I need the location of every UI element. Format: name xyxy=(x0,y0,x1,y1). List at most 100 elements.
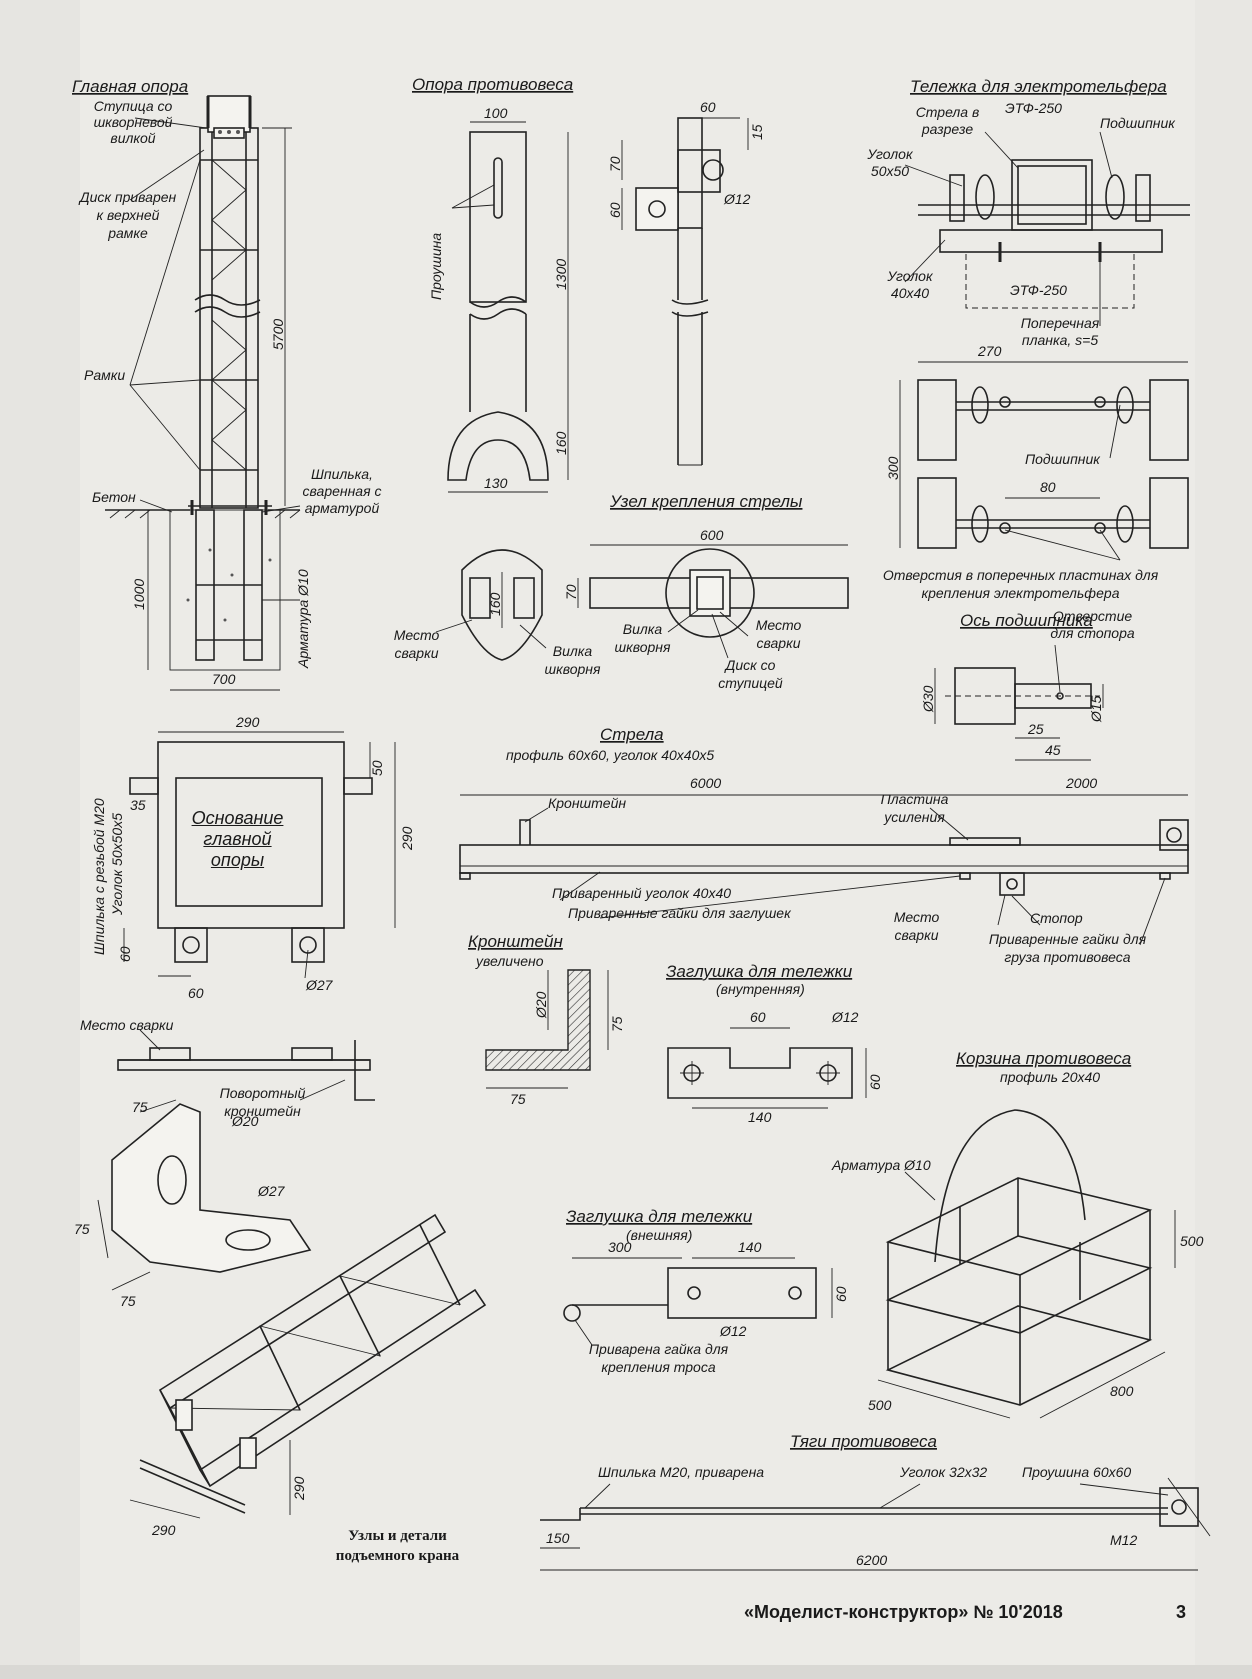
label-pivot-bracket: Поворотный кронштейн xyxy=(219,1085,306,1119)
boom-view: Стрела профиль 60х60, уголок 40х40х5 600… xyxy=(459,725,1189,946)
dim-iso75c: 75 xyxy=(120,1293,136,1309)
label-disc-hub: Диск со ступицей xyxy=(718,657,783,691)
label-disc: Диск приварен к верхней рамке xyxy=(79,189,177,241)
label-weld-place-2: Место сварки xyxy=(755,617,802,651)
label-stud-m20: Шпилька с резьбой М20 xyxy=(91,798,107,955)
label-concrete: Бетон xyxy=(92,489,136,505)
dim-75a: 75 xyxy=(609,1016,625,1032)
dim-270: 270 xyxy=(977,343,1002,359)
dim-iso75a: 75 xyxy=(132,1099,148,1115)
dim-phi12a: Ø12 xyxy=(723,191,751,207)
dim-140b: 140 xyxy=(738,1239,762,1255)
dim-60b: 60 xyxy=(607,202,623,218)
dim-290a: 290 xyxy=(235,714,260,730)
hub-fork xyxy=(207,95,251,133)
dim-150: 150 xyxy=(546,1530,570,1546)
plug-outer-title: Заглушка для тележки xyxy=(566,1207,753,1226)
label-angle50: Уголок 50х50 xyxy=(867,146,913,179)
dim-700: 700 xyxy=(212,671,236,687)
label-rebar-basket: Арматура Ø10 xyxy=(831,1157,931,1173)
label-bearing-top: Подшипник xyxy=(1100,115,1176,131)
dim-phi15: Ø15 xyxy=(1088,695,1104,723)
dim-80: 80 xyxy=(1040,479,1056,495)
magazine-footer: «Моделист-конструктор» № 10'2018 xyxy=(744,1602,1063,1622)
label-stopper: Стопор xyxy=(1030,910,1083,926)
bottom-edge xyxy=(0,1665,1252,1679)
counterweight-title: Опора противовеса xyxy=(412,75,573,94)
label-weld-place-boom: Место сварки xyxy=(893,909,940,943)
dim-290b: 290 xyxy=(399,826,415,851)
nut-cable-label-box: Приварена гайка для крепления троса xyxy=(588,1341,729,1375)
dim-iso290b: 290 xyxy=(291,1476,307,1501)
weld-place-label-box-2: Место сварки xyxy=(755,617,802,651)
label-rebar10: Арматура Ø10 xyxy=(295,569,311,669)
label-nut-cable: Приварена гайка для крепления троса xyxy=(588,1341,729,1375)
dim-500a: 500 xyxy=(1180,1233,1204,1249)
dim-160b: 160 xyxy=(487,592,503,616)
dim-15: 15 xyxy=(749,124,765,140)
dim-phi30: Ø30 xyxy=(920,685,936,713)
dim-140a: 140 xyxy=(748,1109,772,1125)
dim-60e: 60 xyxy=(750,1009,766,1025)
dim-60f: 60 xyxy=(867,1074,883,1090)
label-lug60: Проушина 60х60 xyxy=(1022,1464,1131,1480)
label-enlarged: увеличено xyxy=(475,953,544,969)
angle40-label-box: Уголок 40х40 xyxy=(887,268,932,301)
cross-plate-label-box: Поперечная планка, s=5 xyxy=(1020,315,1100,348)
dim-800: 800 xyxy=(1110,1383,1134,1399)
dim-60d: 60 xyxy=(188,985,204,1001)
dim-130: 130 xyxy=(484,475,508,491)
label-welded-nuts-weight: Приваренные гайки для груза противовеса xyxy=(988,931,1147,965)
base-title-box: Основание главной опоры xyxy=(191,808,284,870)
pivot-bracket-label-box: Поворотный кронштейн xyxy=(219,1085,306,1119)
dim-6000: 6000 xyxy=(690,775,721,791)
label-welded-angle: Приваренный уголок 40х40 xyxy=(552,885,731,901)
plug-inner-sub: (внутренняя) xyxy=(716,981,805,997)
label-cross-plate: Поперечная планка, s=5 xyxy=(1020,315,1100,348)
label-hole-stopper: Отверстие для стопора xyxy=(1050,608,1135,641)
main-support-view: Главная опора 5700 100 xyxy=(72,77,301,691)
page-number: 3 xyxy=(1176,1602,1186,1622)
stud-rebar-label-box: Шпилька, сваренная с арматурой xyxy=(303,466,382,516)
dim-35: 35 xyxy=(130,797,146,813)
bracket-title: Кронштейн xyxy=(468,932,563,951)
dim-phi12b: Ø12 xyxy=(831,1009,859,1025)
dim-160a: 160 xyxy=(553,431,569,455)
dim-iso75b: 75 xyxy=(74,1221,90,1237)
kingpin-fork-label-box-2: Вилка шкворня xyxy=(614,621,671,655)
counterweight-support-view: Опора противовеса 100 1300 160 130 60 15… xyxy=(412,75,765,493)
dim-300: 300 xyxy=(885,456,901,480)
rods-view: Тяги противовеса Шпилька М20, приварена … xyxy=(540,1432,1211,1571)
dim-45: 45 xyxy=(1045,742,1061,758)
rods-title: Тяги противовеса xyxy=(790,1432,937,1451)
main-support-title: Главная опора xyxy=(72,77,188,96)
label-etf-bottom: ЭТФ-250 xyxy=(1010,282,1067,298)
label-lug: Проушина xyxy=(428,233,444,300)
weld-place-boom-box: Место сварки xyxy=(893,909,940,943)
iso-detail-view: 75 Ø20 Ø27 75 75 290 290 xyxy=(74,1099,487,1538)
bearing-axle-title: Ось подшипника xyxy=(960,611,1093,630)
dim-500b: 500 xyxy=(868,1397,892,1413)
dim-70b: 70 xyxy=(563,584,579,600)
dim-75b: 75 xyxy=(510,1091,526,1107)
holes-label-box: Отверстия в поперечных пластинах для кре… xyxy=(883,567,1158,601)
dim-60c: 60 xyxy=(117,946,133,962)
trolley-view: Тележка для электротельфера ЭТФ-250 270 … xyxy=(885,77,1190,561)
caption-box: Узлы и детали подъемного крана xyxy=(336,1528,459,1564)
label-frames: Рамки xyxy=(84,367,125,383)
dim-60g: 60 xyxy=(833,1286,849,1302)
bracket-view: Кронштейн увеличено Ø20 75 75 xyxy=(468,932,625,1107)
dim-100: 100 xyxy=(484,105,508,121)
base-title: Основание главной опоры xyxy=(191,808,284,870)
dim-phi20: Ø20 xyxy=(533,991,549,1019)
label-kingpin-fork-2: Вилка шкворня xyxy=(614,621,671,655)
boom-mount-view: Узел крепления стрелы 600 70 160 xyxy=(435,492,849,661)
bearing-axle-view: Ось подшипника Ø30 Ø15 25 45 xyxy=(920,611,1104,761)
basket-title: Корзина противовеса xyxy=(956,1049,1131,1068)
weld-place-label-box-1: Место сварки xyxy=(394,627,440,661)
dim-300b: 300 xyxy=(608,1239,632,1255)
angle50-label-box: Уголок 50х50 xyxy=(867,146,913,179)
label-kingpin-fork-1: Вилка шкворня xyxy=(544,643,601,677)
label-angle32: Уголок 32х32 xyxy=(899,1464,987,1480)
